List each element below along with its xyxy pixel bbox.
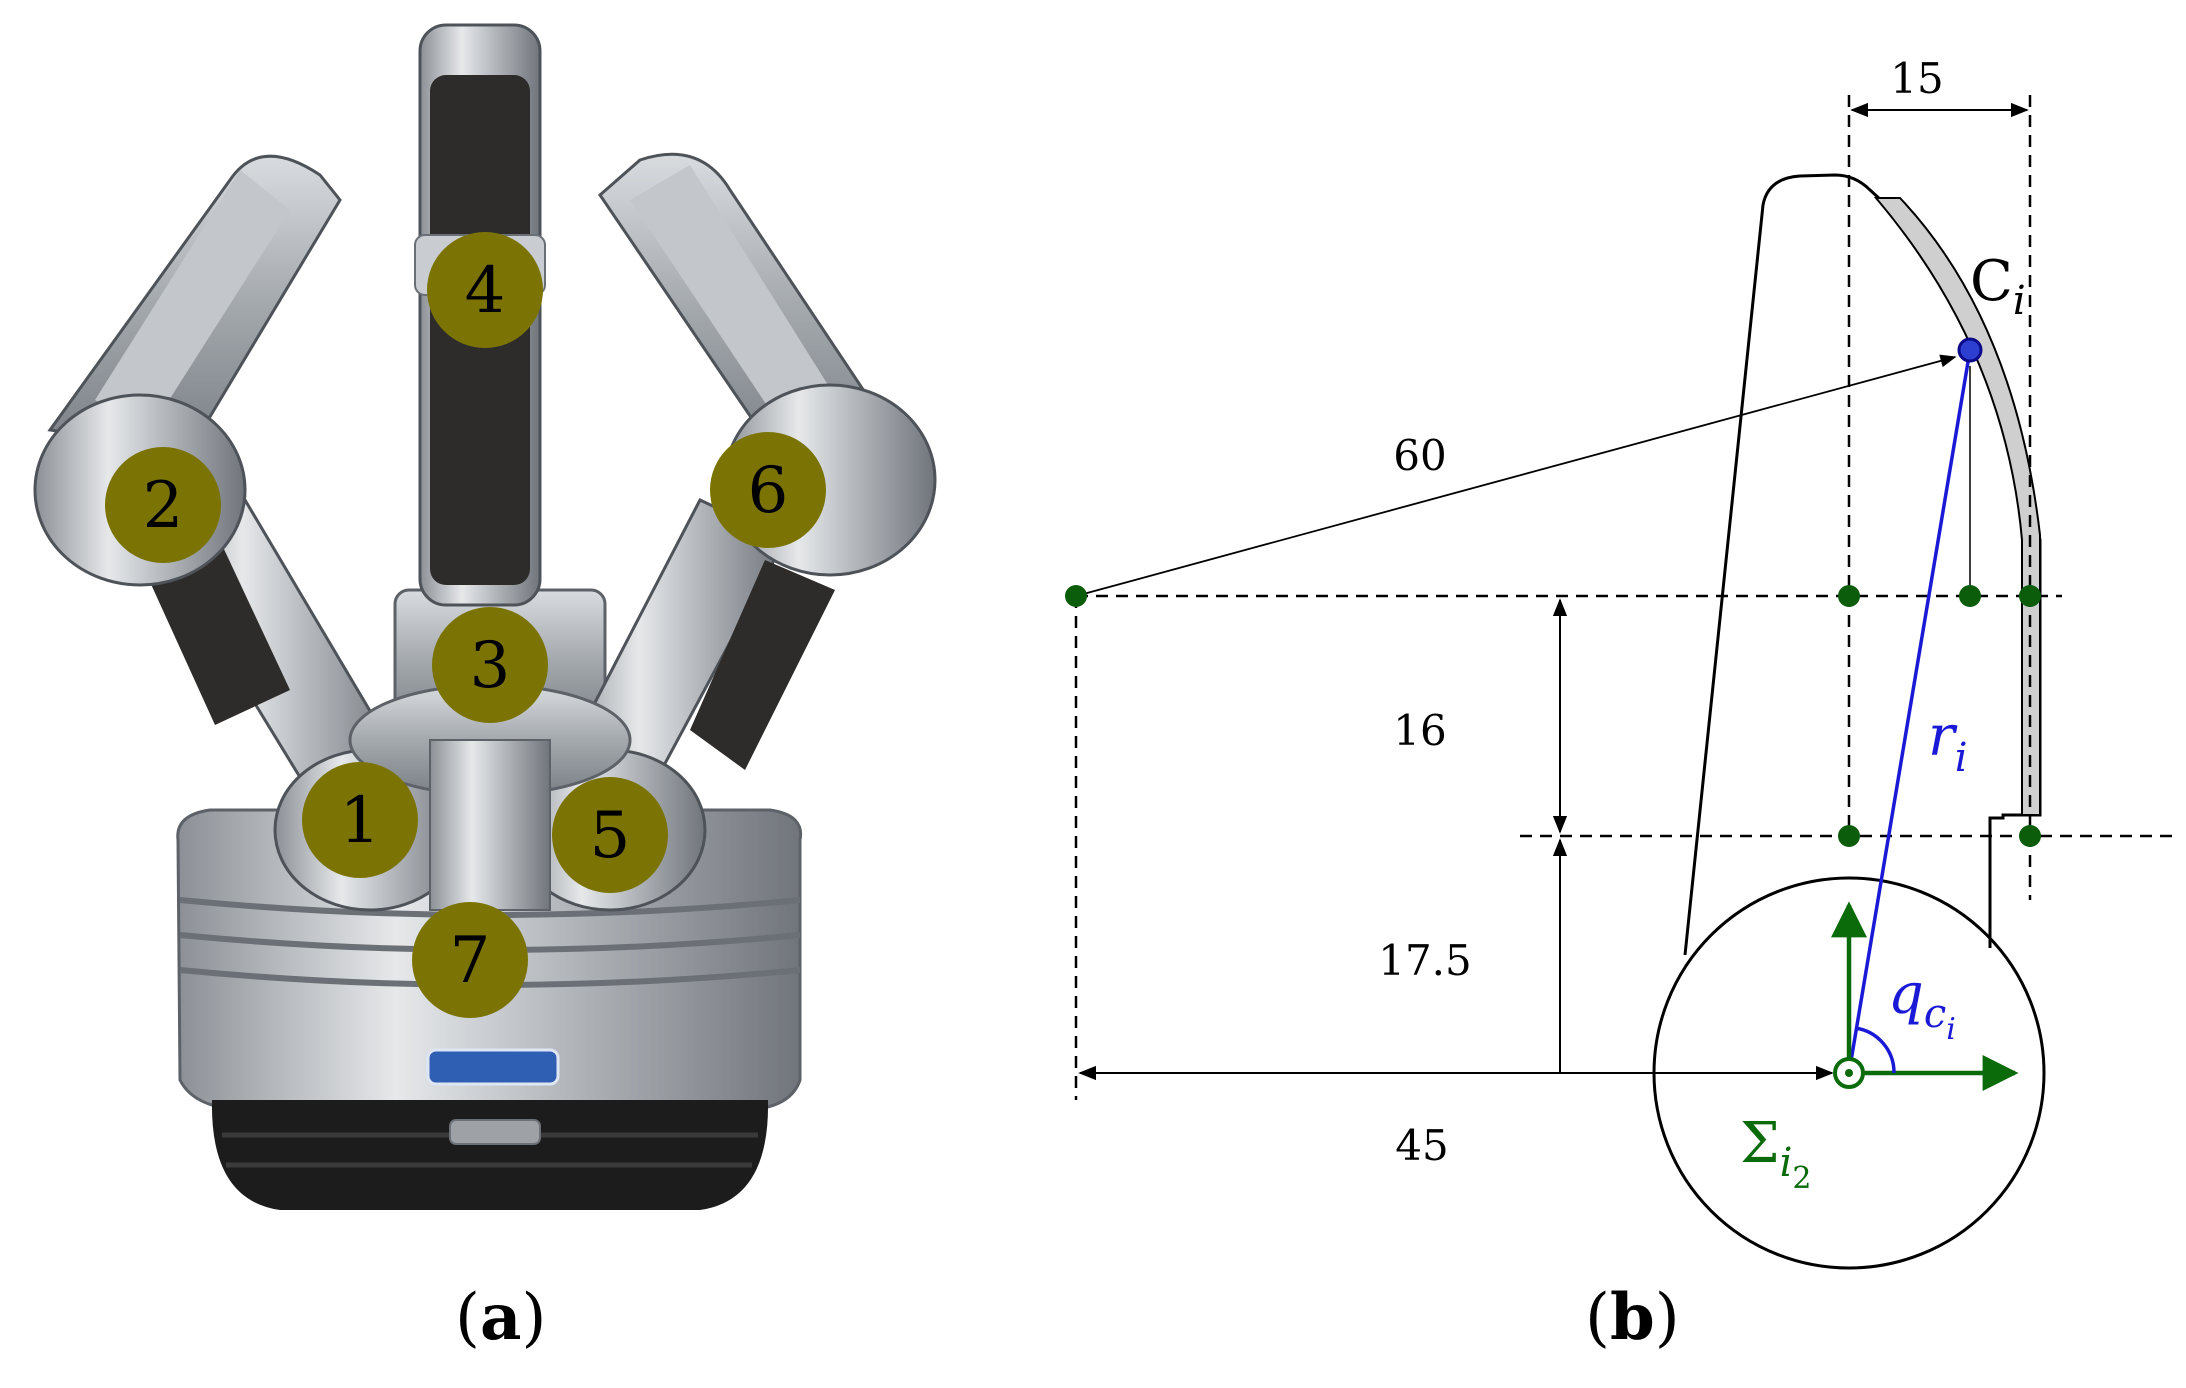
joint-label-2: 2 (143, 469, 184, 543)
joint-marker-5 (552, 777, 668, 893)
joint-label-3: 3 (470, 629, 511, 703)
joint-marker-7 (412, 902, 528, 1018)
frame-label: Σi2 (1740, 1111, 1811, 1196)
joint-marker-4 (427, 232, 543, 348)
finger-schematic: 15 60 16 17.5 45 Ci ri qci Σi2 (1065, 54, 2175, 1270)
joint-marker-6 (710, 432, 826, 548)
gripper-photo (33, 23, 937, 1210)
radius-vector-label: ri (1928, 704, 1968, 781)
reference-lines (1074, 95, 2175, 1100)
dim-17.5-label: 17.5 (1378, 936, 1472, 985)
dim-16-label: 16 (1393, 706, 1446, 755)
joint-marker-1 (302, 762, 418, 878)
contact-surface (1873, 197, 2041, 816)
reference-points (1065, 585, 2041, 847)
joint-label-5: 5 (590, 799, 631, 873)
contact-point-label: Ci (1970, 249, 2026, 324)
dim-60-label: 60 (1393, 431, 1446, 480)
panel-a-caption: (a) (455, 1280, 547, 1355)
angle-label: qci (1888, 962, 1956, 1047)
joint-label-7: 7 (450, 924, 491, 998)
contact-point-marker (1957, 337, 1983, 363)
joint-label-4: 4 (465, 254, 506, 328)
joint-label-1: 1 (340, 784, 381, 858)
base-foot-rubber (211, 1100, 769, 1210)
joint-markers: 4 2 6 3 1 5 7 (105, 232, 826, 1018)
schunk-logo (426, 1048, 560, 1086)
radius-vector (1847, 349, 1972, 1074)
panel-b-caption: (b) (1585, 1280, 1680, 1355)
dim-15-label: 15 (1890, 54, 1943, 103)
joint-marker-2 (105, 447, 221, 563)
dim-60-arrow (1075, 354, 1957, 597)
angle-arc (1854, 1026, 1896, 1074)
dim-45-label: 45 (1395, 1121, 1448, 1170)
joint-marker-3 (432, 607, 548, 723)
joint-label-6: 6 (748, 454, 789, 528)
